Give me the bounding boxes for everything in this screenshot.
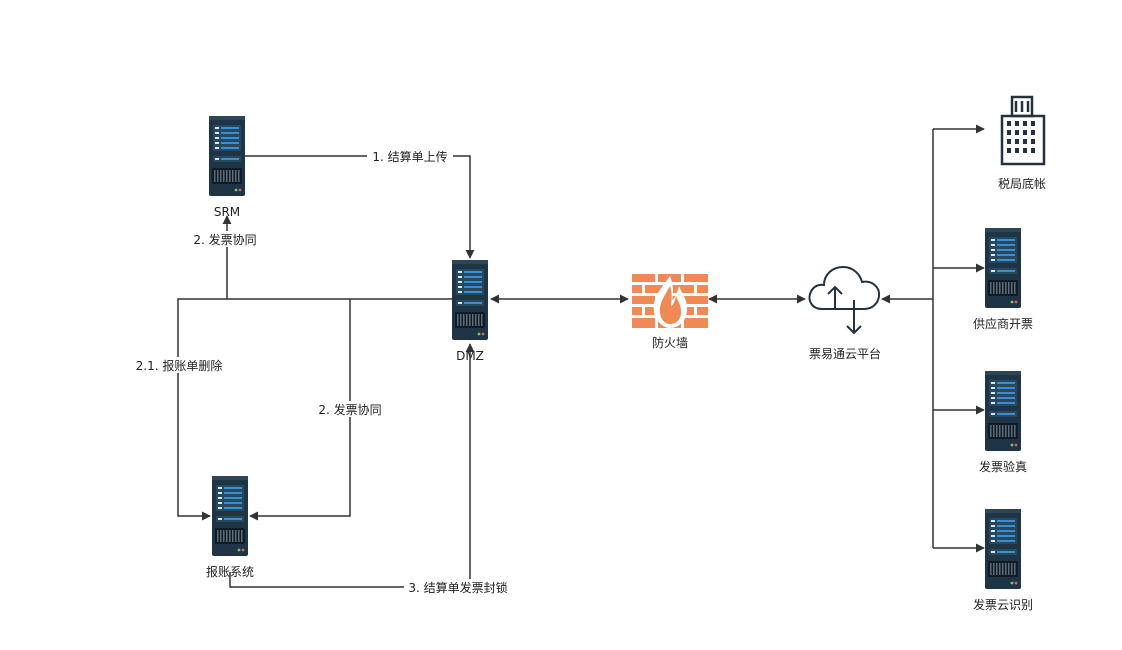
- server-icon: [985, 228, 1021, 308]
- node-reimbursement: 报账系统: [206, 476, 254, 579]
- node-label-firewall: 防火墙: [652, 335, 688, 350]
- edge-label-upload: 1. 结算单上传: [372, 149, 447, 164]
- edge-collab-reimb: [249, 299, 351, 521]
- firewall-icon: [632, 274, 708, 328]
- edge-upload: [245, 155, 475, 259]
- server-icon: [212, 476, 248, 556]
- server-icon: [452, 260, 488, 340]
- node-firewall: 防火墙: [632, 274, 708, 350]
- node-tax-bureau: 税局底帐: [998, 95, 1046, 191]
- server-icon: [209, 116, 245, 196]
- cloud-icon: [808, 265, 881, 335]
- node-label-invoice-recognition: 发票云识别: [973, 597, 1033, 612]
- node-label-invoice-verification: 发票验真: [979, 459, 1027, 474]
- node-invoice-verification: 发票验真: [979, 371, 1027, 474]
- edge-lock: [229, 343, 475, 588]
- server-icon: [985, 509, 1021, 589]
- node-supplier-invoicing: 供应商开票: [973, 228, 1033, 331]
- edge-label-collab-reimb: 2. 发票协同: [318, 402, 381, 417]
- building-icon: [1000, 95, 1046, 166]
- node-label-dmz: DMZ: [456, 349, 484, 363]
- edge-label-lock: 3. 结算单发票封锁: [408, 580, 507, 595]
- node-invoice-recognition: 发票云识别: [973, 509, 1033, 612]
- edge-delete-reimb: [177, 298, 227, 521]
- node-label-srm: SRM: [214, 205, 240, 219]
- node-label-tax-bureau: 税局底帐: [998, 176, 1046, 191]
- node-dmz: DMZ: [452, 260, 488, 363]
- node-label-cloud: 票易通云平台: [809, 346, 881, 361]
- node-label-reimbursement: 报账系统: [206, 564, 254, 579]
- node-srm: SRM: [209, 116, 245, 219]
- node-cloud: 票易通云平台: [808, 265, 881, 361]
- node-label-supplier-invoicing: 供应商开票: [973, 316, 1033, 331]
- server-icon: [985, 371, 1021, 451]
- edge-label-collab-srm: 2. 发票协同: [193, 232, 256, 247]
- edge-collab-srm: [222, 215, 452, 300]
- edge-label-delete-reimb: 2.1. 报账单删除: [136, 358, 223, 373]
